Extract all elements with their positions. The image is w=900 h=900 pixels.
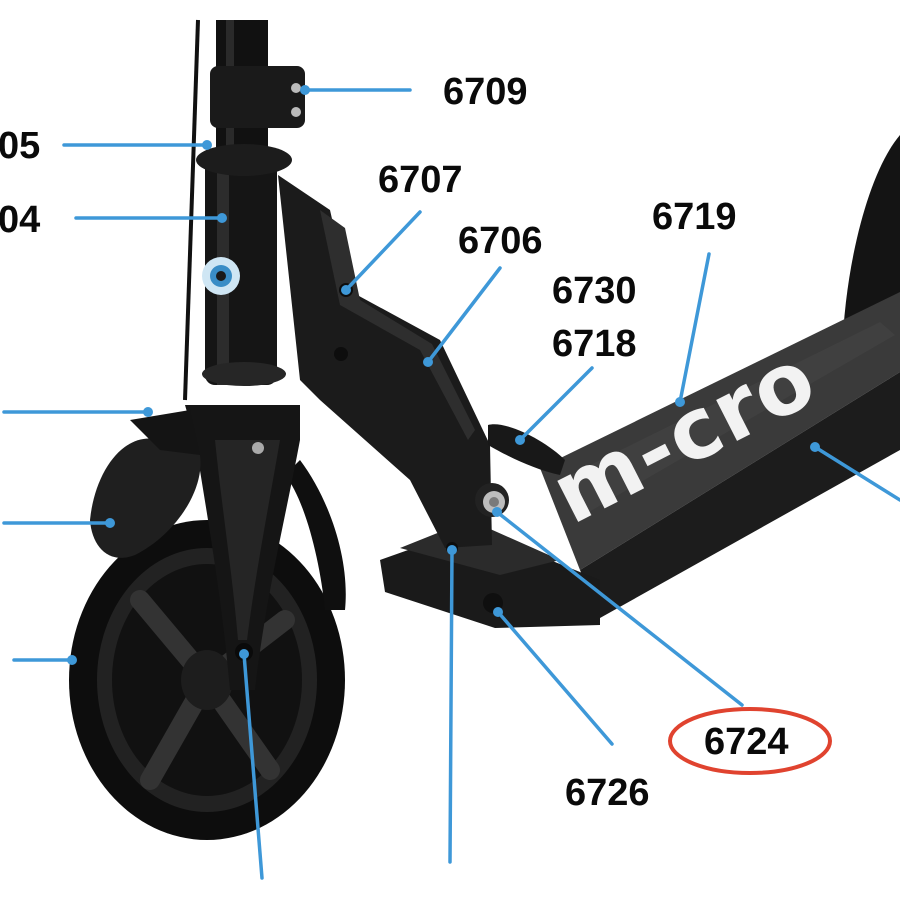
leader-6724 (495, 510, 744, 707)
leader-lower-bracket (448, 548, 454, 864)
stem-clamp (210, 66, 305, 128)
part-label-6706: 6706 (458, 220, 543, 262)
part-label-6730: 6730 (552, 270, 637, 312)
part-label-6707: 6707 (378, 159, 463, 201)
highlight-ring-6724 (668, 707, 832, 775)
bracket-screw-lower (334, 347, 348, 361)
front-fender (285, 460, 346, 610)
deck-side (580, 372, 900, 618)
leader-lines (2, 85, 900, 880)
leader-deck-right (813, 445, 900, 502)
headset-ring (196, 144, 292, 176)
part-label-6705: 05 (0, 125, 40, 167)
front-wheel (69, 520, 345, 840)
part-label-6726: 6726 (565, 772, 650, 814)
brake-cable (183, 19, 200, 401)
leader-6726 (496, 610, 614, 746)
part-label-6719: 6719 (652, 196, 737, 238)
part-label-6724: 6724 (704, 721, 789, 763)
front-bumper (90, 438, 201, 558)
folding-bracket (278, 175, 492, 548)
leader-6718 (518, 366, 594, 442)
leader-6706 (426, 266, 502, 364)
part-label-6704: 04 (0, 199, 40, 241)
part-label-6709: 6709 (443, 71, 528, 113)
leader-6707 (344, 210, 422, 292)
scooter-illustration: m-cro (69, 19, 900, 840)
part-label-6718: 6718 (552, 323, 637, 365)
leader-6719 (678, 252, 711, 404)
leader-fork-axle (242, 652, 264, 880)
folding-lever (488, 424, 565, 475)
part-labels: 6709 05 04 6707 6706 6719 6730 6718 6724… (0, 71, 789, 814)
